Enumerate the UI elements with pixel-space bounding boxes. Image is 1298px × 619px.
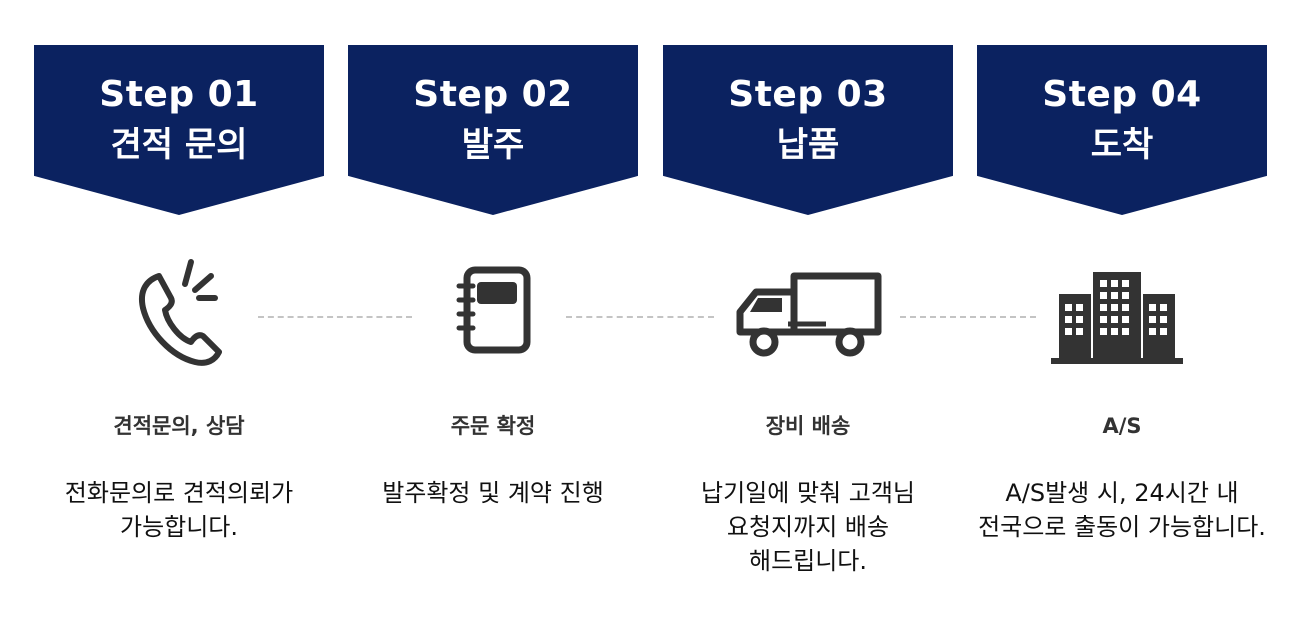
step-description: A/S발생 시, 24시간 내 전국으로 출동이 가능합니다. — [967, 476, 1277, 544]
step-banner: Step 04 도착 — [977, 45, 1267, 215]
step-banner: Step 02 발주 — [348, 45, 638, 215]
description-line: 전국으로 출동이 가능합니다. — [978, 513, 1266, 541]
phone-icon — [119, 250, 239, 370]
step-title: 납품 — [776, 125, 840, 165]
description-line: 요청지까지 배송 — [726, 513, 890, 541]
description-line: 발주확정 및 계약 진행 — [382, 479, 604, 507]
step-banner: Step 03 납품 — [663, 45, 953, 215]
step-subtitle: 장비 배송 — [765, 414, 851, 438]
step-02: Step 02 발주 주문 확정 발주확정 및 계약 진행 — [348, 0, 638, 619]
truck-icon — [728, 250, 888, 370]
description-line: 해드립니다. — [748, 547, 868, 575]
step-number: Step 01 — [99, 74, 259, 115]
description-line: 가능합니다. — [119, 513, 239, 541]
description-line: 납기일에 맞춰 고객님 — [701, 479, 915, 507]
step-title: 견적 문의 — [110, 125, 248, 165]
description-line: A/S발생 시, 24시간 내 — [1005, 479, 1239, 507]
step-number: Step 03 — [728, 74, 888, 115]
description-line: 전화문의로 견적의뢰가 — [64, 479, 294, 507]
step-description: 납기일에 맞춰 고객님 요청지까지 배송 해드립니다. — [653, 476, 963, 578]
step-subtitle: A/S — [1102, 414, 1142, 438]
step-banner: Step 01 견적 문의 — [34, 45, 324, 215]
notebook-icon — [433, 250, 553, 370]
step-description: 전화문의로 견적의뢰가 가능합니다. — [24, 476, 334, 544]
step-title: 발주 — [461, 125, 525, 165]
step-03: Step 03 납품 장비 배송 납기일에 맞춰 고객님 요청지까지 배송 해드… — [663, 0, 953, 619]
step-description: 발주확정 및 계약 진행 — [338, 476, 648, 510]
building-icon — [1047, 250, 1187, 370]
step-01: Step 01 견적 문의 견적문의, 상담 전화문의로 견적의뢰가 가능합니다… — [34, 0, 324, 619]
step-number: Step 04 — [1042, 74, 1202, 115]
step-number: Step 02 — [413, 74, 573, 115]
step-title: 도착 — [1090, 125, 1154, 165]
step-subtitle: 견적문의, 상담 — [113, 414, 245, 438]
connector-2-3 — [566, 316, 714, 318]
step-subtitle: 주문 확정 — [450, 414, 536, 438]
connector-1-2 — [258, 316, 412, 318]
step-04: Step 04 도착 A/S A/S발생 시, 24시 — [977, 0, 1267, 619]
connector-3-4 — [900, 316, 1036, 318]
